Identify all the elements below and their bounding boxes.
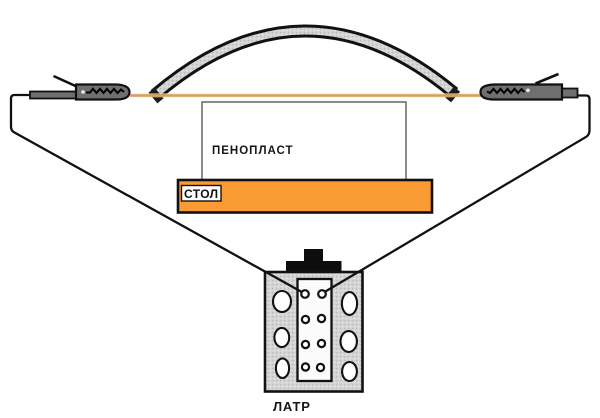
terminal-ring [316,338,327,349]
clip-rivet [81,90,85,94]
terminal-ring [317,289,327,299]
foam-block [201,101,407,181]
terminal-ring [300,314,311,325]
terminal-ring [300,362,311,372]
bow-arc [148,24,461,104]
transformer-label: ЛАТР [273,399,311,414]
right-lead-wire [321,94,591,295]
clip-jaw [479,83,564,101]
vent-oval [271,289,293,314]
plug-base [286,261,342,273]
right-alligator-clip [479,72,579,101]
table-label: СТОЛ [184,187,218,201]
terminal-ring [316,313,327,324]
foam-label: ПЕНОПЛАСТ [212,145,294,157]
plug-stem [304,249,323,262]
table-label-box [180,184,222,202]
transformer-vents [271,289,359,383]
left-lead-wire [9,93,306,295]
clip-sleeve [29,90,79,100]
vent-oval [339,330,358,353]
clip-lever [535,72,559,85]
left-alligator-clip [29,74,131,101]
terminal-ring [315,362,326,373]
clip-teeth [86,87,125,95]
vent-oval [340,291,359,316]
clip-rivet [526,88,530,93]
vent-oval [341,360,358,383]
terminal-ring [300,339,311,350]
vent-oval [274,357,291,380]
clip-teeth [486,87,526,95]
transformer-terminals [300,289,327,373]
clip-lever [52,74,77,88]
terminal-ring [300,289,310,299]
vent-oval [273,326,291,349]
